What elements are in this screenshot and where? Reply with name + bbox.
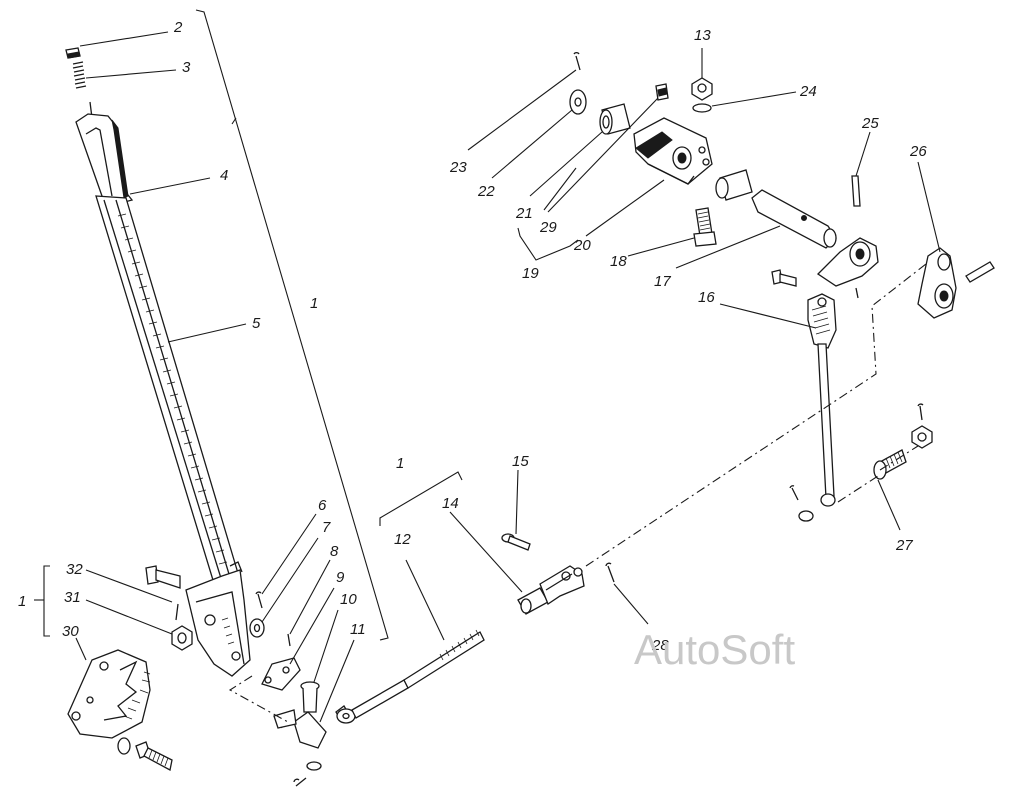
fork-part-11 [273, 709, 327, 787]
clevis-part-14 [517, 565, 585, 615]
label-11: 11 [350, 621, 366, 638]
bushing-part-21 [599, 103, 631, 135]
label-22: 22 [477, 183, 495, 200]
label-5: 5 [252, 315, 261, 332]
cotter-pin-part-28 [605, 562, 615, 583]
watermark: AutoSoft [634, 626, 795, 673]
label-4: 4 [220, 167, 228, 184]
label-28: 28 [651, 637, 669, 654]
label-23: 23 [449, 159, 467, 176]
lever-shaft-part-5 [95, 195, 241, 591]
nut-part-31 [171, 603, 193, 651]
label-13: 13 [694, 27, 711, 44]
label-1-sector: 1 [18, 593, 26, 610]
label-20: 20 [573, 237, 591, 254]
grease-fitting-part-29 [655, 83, 669, 101]
label-27: 27 [895, 537, 913, 554]
label-17: 17 [654, 273, 671, 290]
bushing-part-17b [715, 169, 753, 201]
label-14: 14 [442, 495, 459, 512]
nut-part-13 [691, 77, 713, 101]
label-6: 6 [318, 497, 327, 514]
label-29: 29 [539, 219, 557, 236]
bolt-part-32 [145, 565, 181, 589]
label-7: 7 [322, 519, 331, 536]
bolt-part-18 [693, 207, 717, 247]
housing-part-20 [633, 117, 713, 185]
label-2: 2 [173, 19, 183, 36]
pin-part-25 [851, 175, 861, 207]
label-21: 21 [515, 205, 533, 222]
lock-washer-part-24 [692, 103, 712, 113]
label-31: 31 [64, 589, 81, 606]
washer-part-7 [249, 618, 265, 638]
label-12: 12 [394, 531, 411, 548]
clevis-pin-part-10 [300, 681, 320, 713]
label-25: 25 [861, 115, 879, 132]
washer-part-22 [569, 89, 587, 115]
label-19: 19 [522, 265, 539, 282]
spring-part-3 [72, 61, 87, 89]
label-1-rod: 1 [396, 455, 404, 472]
label-15: 15 [512, 453, 529, 470]
label-9: 9 [336, 569, 345, 586]
cotter-pin-part-6 [255, 591, 263, 609]
pin-part-15 [501, 533, 531, 551]
link-part-16 [789, 293, 837, 522]
label-3: 3 [182, 59, 191, 76]
leader-lines [75, 31, 941, 723]
lever-head-part-4 [75, 113, 134, 207]
bracket-part-9 [261, 657, 301, 691]
label-18: 18 [610, 253, 627, 270]
label-24: 24 [799, 83, 817, 100]
label-16: 16 [698, 289, 715, 306]
assembly-bracket-lines [34, 9, 579, 641]
cap-screw-part-2 [65, 47, 81, 59]
cotter-pin-part-23 [573, 52, 581, 71]
bolt-part-30c [135, 741, 173, 771]
label-26: 26 [909, 143, 927, 160]
lock-washer-part-30b [117, 737, 131, 755]
callout-labels: 2 3 4 5 1 6 7 8 9 10 11 1 12 14 15 16 17… [18, 19, 927, 654]
lever-foot [185, 561, 251, 677]
bolt-part-27 [873, 403, 933, 480]
label-32: 32 [66, 561, 83, 578]
hand-lever [65, 47, 251, 677]
lever-arm-part-25 [771, 237, 879, 299]
sector-plate-part-30 [67, 649, 151, 739]
pin-part-8 [287, 633, 291, 647]
label-8: 8 [330, 543, 339, 560]
label-10: 10 [340, 591, 357, 608]
lever-arm-part-26 [917, 247, 995, 319]
shaft-part-17 [751, 189, 837, 249]
rod-part-12 [335, 629, 485, 724]
label-1-main: 1 [310, 295, 318, 312]
label-30: 30 [62, 623, 79, 640]
